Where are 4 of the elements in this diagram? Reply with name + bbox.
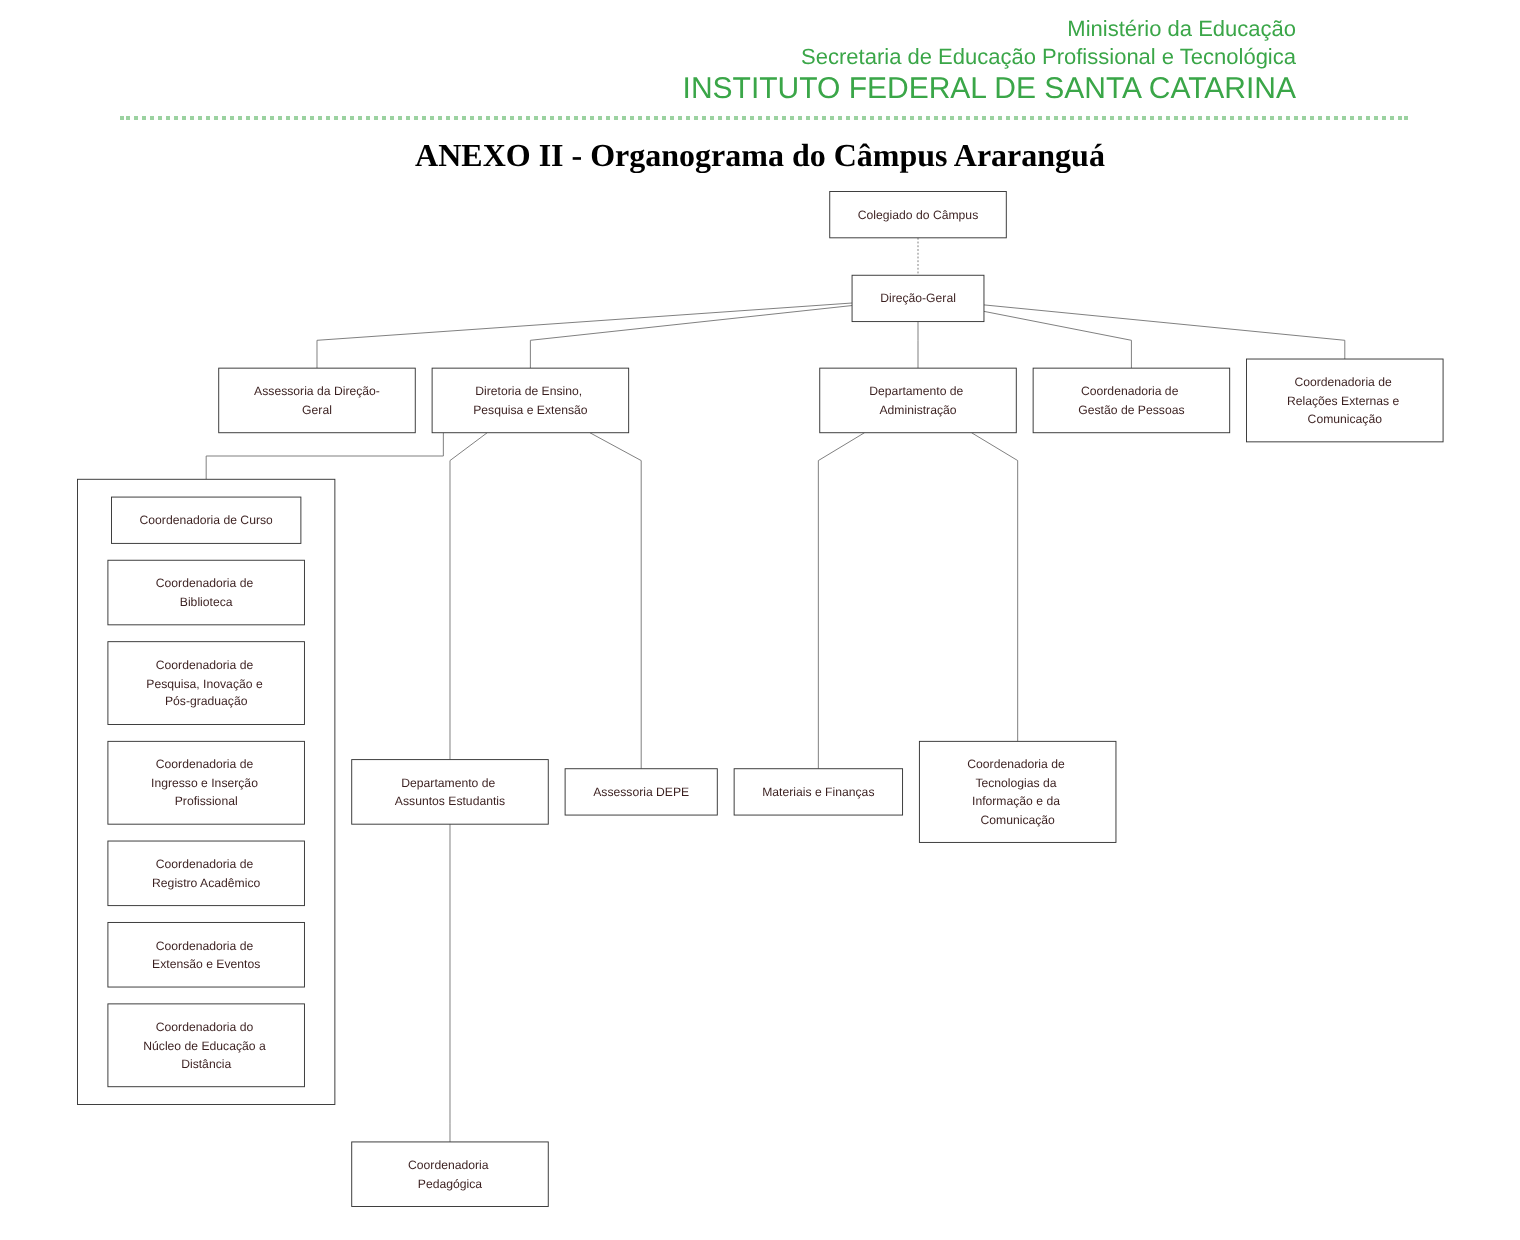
header-text: Ministério da Educação [1065, 16, 1296, 44]
diagram-title: ANEXO II - Organograma do Câmpus Araranguá [413, 140, 1107, 176]
header-text: Secretaria de Educação Profissional e Tecnológica [799, 44, 1296, 72]
header-text: INSTITUTO FEDERAL DE SANTA CATARINA [680, 72, 1296, 108]
